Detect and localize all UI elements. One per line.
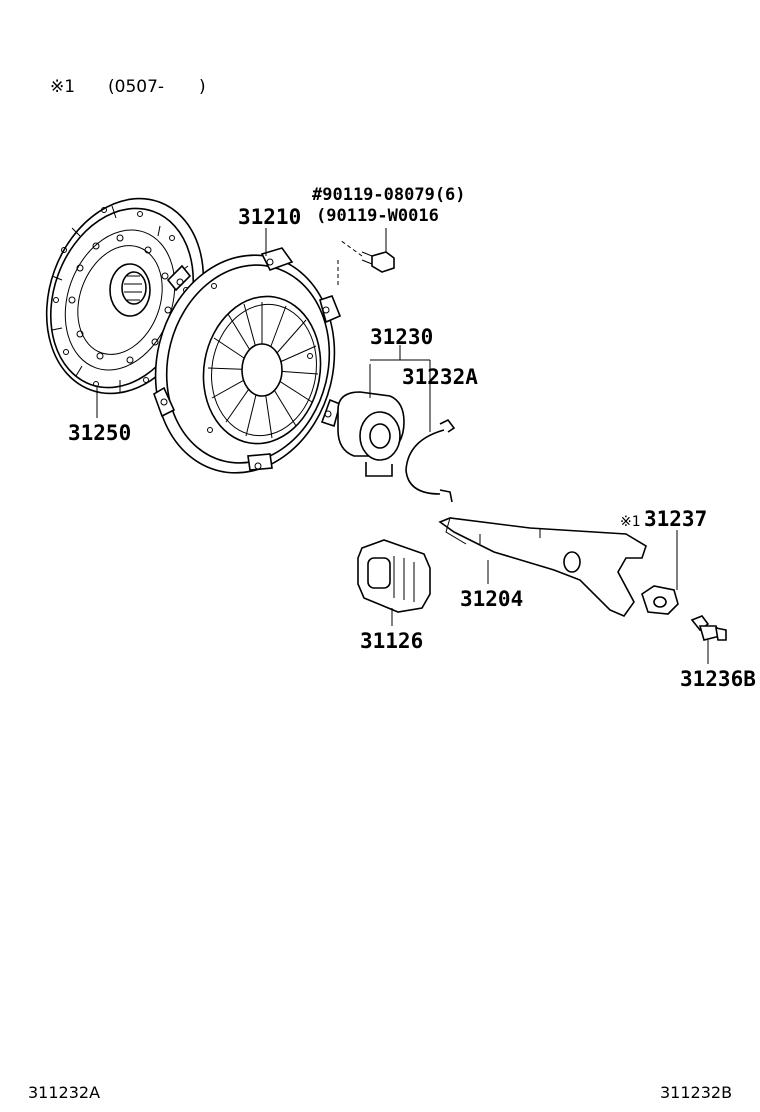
label-31210: 31210: [238, 205, 301, 229]
bolt-illustration: [337, 228, 395, 286]
clip-illustration: [405, 418, 456, 503]
label-31232A: 31232A: [402, 365, 478, 389]
label-31250: 31250: [68, 421, 131, 445]
retainer-illustration: [641, 530, 679, 615]
release-fork-boot-illustration: [357, 539, 431, 626]
note-range-open: (0507-: [108, 77, 164, 97]
label-31237-mark: ※1: [620, 514, 641, 530]
label-31236B: 31236B: [680, 667, 756, 691]
note-range-close: ): [199, 77, 206, 97]
label-31237: 31237: [644, 507, 707, 531]
note-mark: ※1: [50, 77, 75, 97]
footer-left-code: 311232A: [28, 1083, 100, 1102]
label-31204: 31204: [460, 587, 523, 611]
label-bolt-alternate: (90119-W0016: [316, 206, 439, 226]
label-bolt-primary: #90119-08079(6): [312, 185, 466, 205]
release-bearing-illustration: [337, 345, 431, 477]
pivot-stud-illustration: [690, 615, 727, 664]
label-31230: 31230: [370, 325, 433, 349]
pressure-plate-illustration: [153, 228, 342, 474]
label-31126: 31126: [360, 629, 423, 653]
footer-right-code: 311232B: [660, 1083, 732, 1102]
release-fork-illustration: [438, 517, 647, 617]
